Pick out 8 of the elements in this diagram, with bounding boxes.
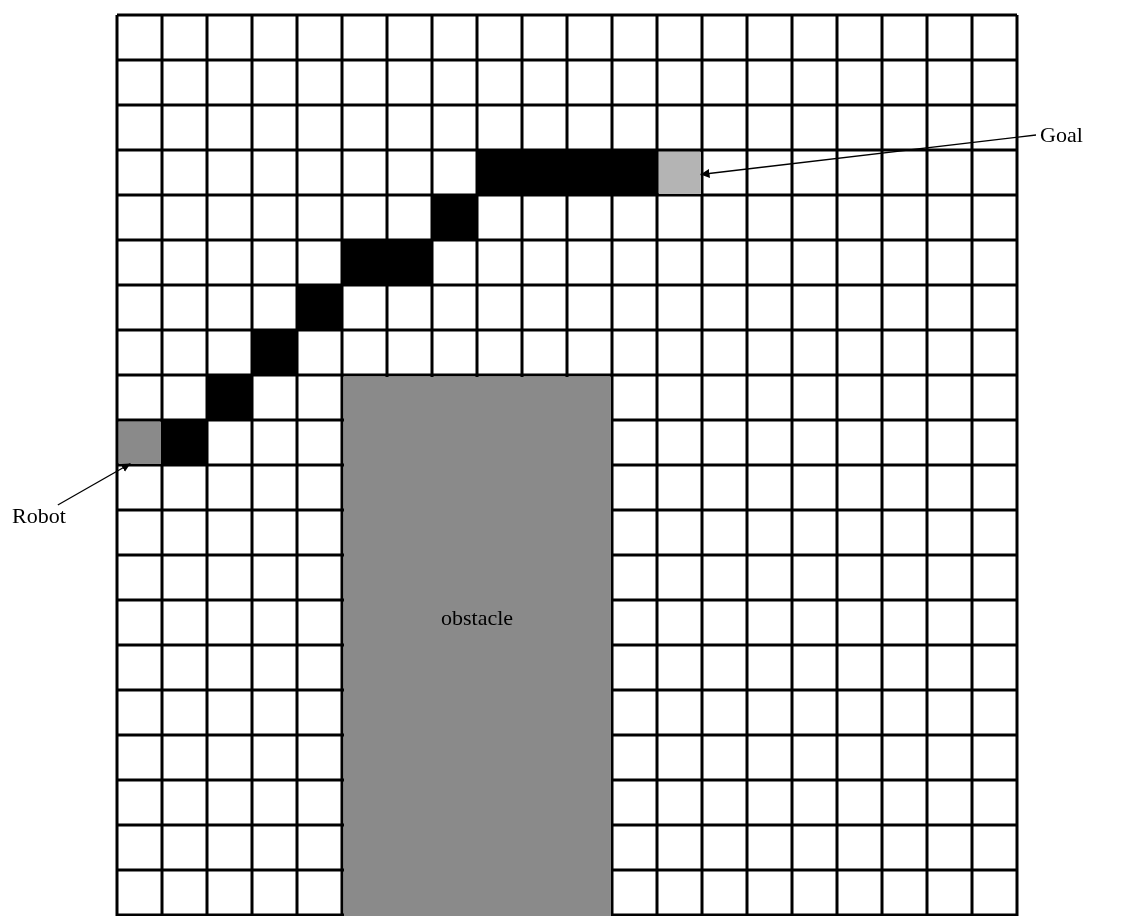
leader-line: [699, 134, 1037, 178]
obstacle-area: [343, 376, 611, 916]
leader-line: [57, 462, 132, 506]
goal-cell: [658, 151, 701, 194]
obstacle-label: obstacle: [439, 604, 515, 631]
robot-cell: [118, 421, 161, 464]
robot-label: Robot: [12, 503, 66, 529]
goal-label: Goal: [1040, 122, 1083, 148]
